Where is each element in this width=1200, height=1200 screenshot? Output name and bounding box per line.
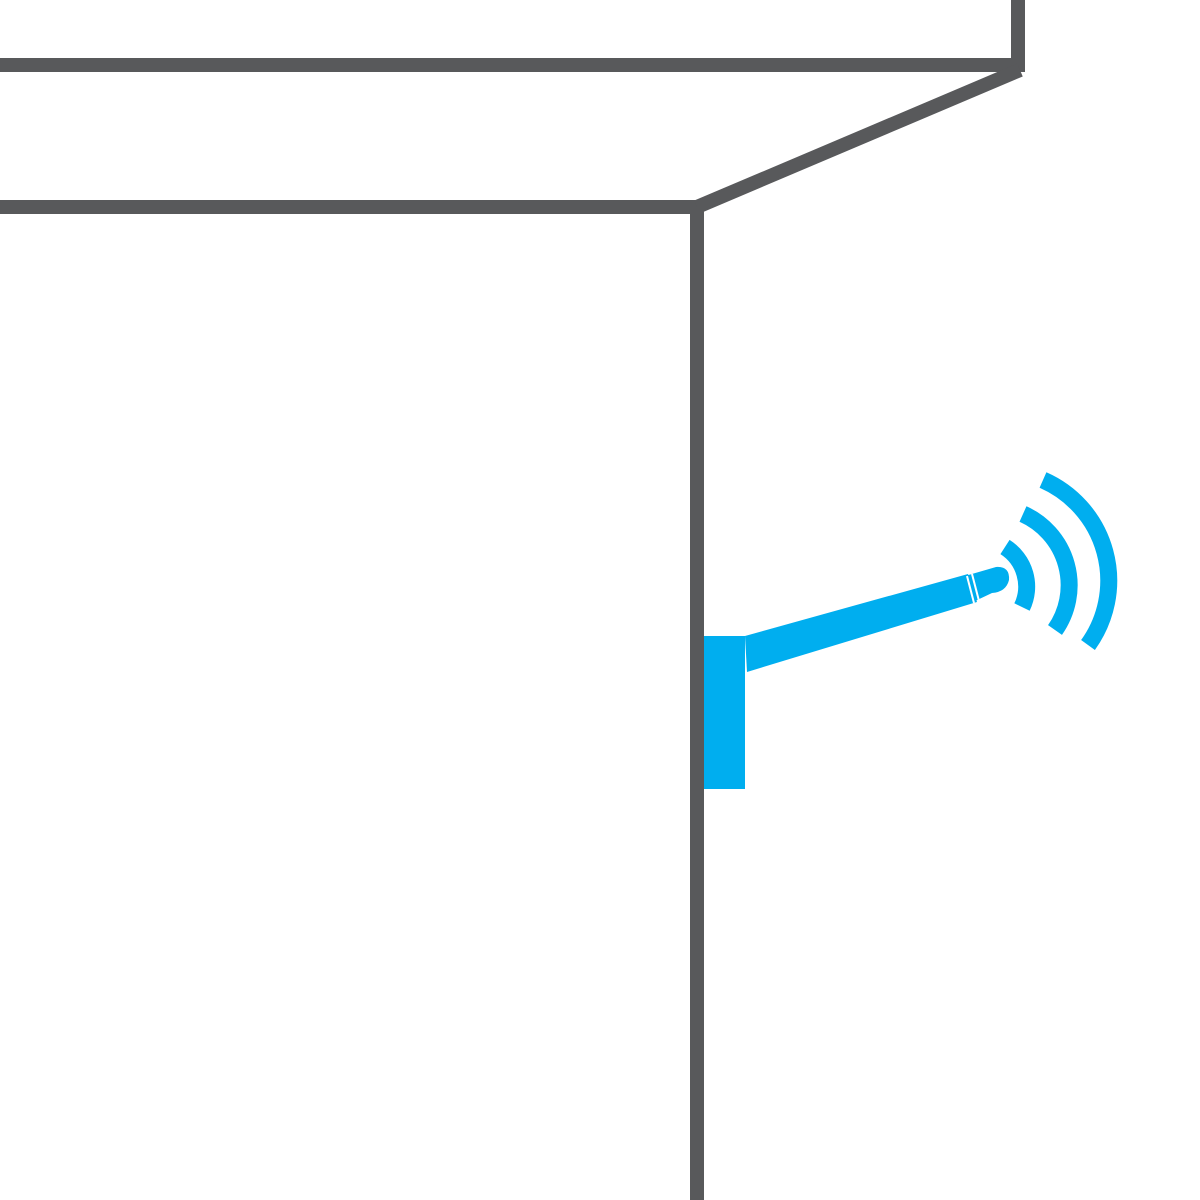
antenna-ring-icon [966, 575, 975, 604]
wifi-signal-icon [1000, 472, 1118, 650]
cabinet-top-side-edge [694, 63, 1023, 214]
cabinet-top-back-edge [0, 0, 1025, 72]
signal-arc-small [1000, 539, 1036, 611]
antenna-rod-icon [745, 574, 977, 672]
antenna-bracket-icon [704, 636, 745, 789]
cabinet-outline [0, 0, 1025, 1200]
antenna-ring-icon [971, 573, 980, 602]
antenna-assembly [704, 472, 1118, 789]
signal-arc-medium [1019, 506, 1078, 635]
signal-arc-large [1039, 472, 1118, 650]
